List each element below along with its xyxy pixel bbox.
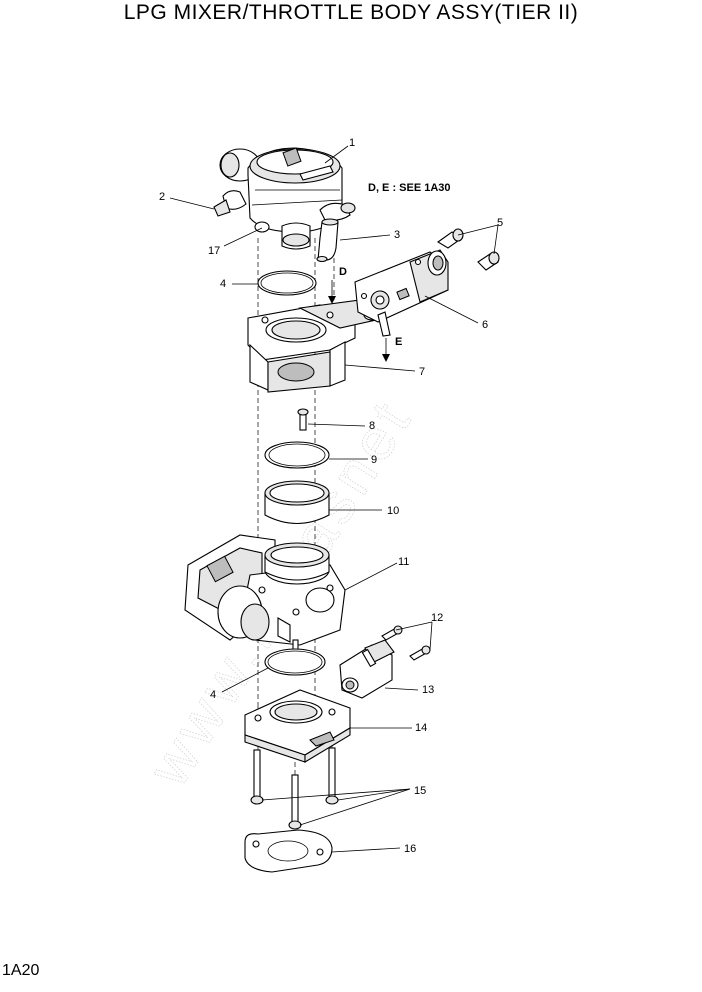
callout-numbers: 1 2 3 4 5 6 7 8 9 10 11 12 13 4 14 15 16…: [159, 137, 503, 855]
part-4-o-ring-lower: [264, 639, 326, 676]
part-7-throttle-adapter: [247, 299, 387, 393]
callout-17: 17: [208, 245, 220, 257]
reference-note: D, E : SEE 1A30: [368, 182, 451, 194]
callout-5: 5: [497, 217, 503, 229]
part-9-gasket-ring: [264, 441, 330, 469]
arrow-label-d: D: [339, 266, 347, 278]
callout-12: 12: [431, 612, 443, 624]
part-16-flange-gasket: [244, 829, 333, 873]
part-6-sensor-actuator: [354, 249, 449, 337]
callout-11: 11: [398, 556, 409, 568]
callout-4-upper: 4: [220, 278, 226, 290]
page-code: 1A20: [2, 962, 40, 979]
callout-2: 2: [159, 191, 165, 203]
part-14-intake-adapter: [244, 689, 351, 763]
callout-3: 3: [394, 229, 400, 241]
flow-arrow-e: E: [382, 336, 402, 362]
part-13-sensor: [339, 639, 395, 699]
part-15-bolts: [250, 747, 339, 830]
part-8-screw: [297, 408, 309, 431]
part-5-screws: [436, 228, 500, 271]
arrow-label-e: E: [395, 336, 402, 348]
callout-6: 6: [482, 319, 488, 331]
callout-14: 14: [415, 722, 427, 734]
callout-1: 1: [349, 137, 355, 149]
callout-15: 15: [414, 785, 426, 797]
part-1-lpg-mixer: [213, 147, 356, 250]
part-10-sleeve: [264, 480, 330, 524]
callout-13: 13: [422, 684, 434, 696]
callout-4-lower: 4: [210, 689, 216, 701]
leader-lines: [169, 145, 499, 853]
callout-7: 7: [419, 366, 425, 378]
callout-10: 10: [387, 505, 399, 517]
callout-16: 16: [404, 843, 416, 855]
flow-arrow-d: D: [328, 266, 347, 304]
part-3-elbow-hose: [316, 218, 339, 263]
part-11-throttle-body: [184, 534, 346, 646]
part-4-o-ring-upper: [257, 270, 317, 296]
callout-8: 8: [369, 420, 375, 432]
page-title: LPG MIXER/THROTTLE BODY ASSY(TIER II): [123, 1, 579, 24]
callout-9: 9: [371, 454, 377, 466]
